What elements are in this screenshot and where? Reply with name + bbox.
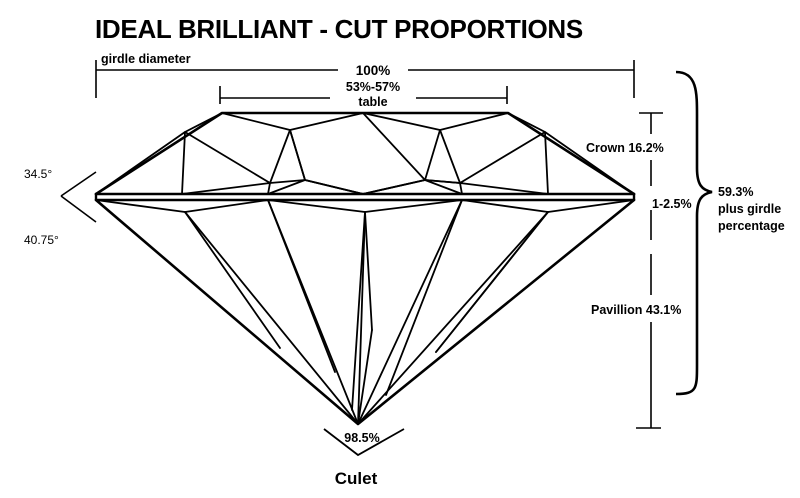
total-depth-percent: 59.3%	[718, 185, 753, 199]
crown-angle-label: 34.5°	[24, 167, 52, 181]
pavilion-facets	[95, 199, 635, 425]
height-scale	[636, 112, 663, 429]
total-depth-brace	[675, 70, 713, 396]
diameter-percent-label: 100%	[356, 63, 391, 78]
crown-facets	[95, 112, 635, 195]
pavilion-angle-label: 40.75°	[24, 233, 59, 247]
table-dimension	[219, 86, 508, 104]
total-depth-note-line2: percentage	[718, 219, 785, 233]
diagram-title: IDEAL BRILLIANT - CUT PROPORTIONS	[95, 14, 583, 44]
angle-indicator	[60, 171, 97, 223]
diamond-outline	[94, 111, 636, 426]
crown-outline	[94, 111, 636, 196]
pavilion-percent-label: Pavillion 43.1%	[591, 303, 681, 317]
culet-label: Culet	[335, 469, 378, 488]
total-depth-note-line1: plus girdle	[718, 202, 781, 216]
girdle-diameter-label: girdle diameter	[101, 52, 191, 66]
table-range-label: 53%-57%	[346, 80, 400, 94]
crown-percent-label: Crown 16.2%	[586, 141, 664, 155]
girdle-percent-label: 1-2.5%	[652, 197, 692, 211]
culet-angle-label: 98.5%	[344, 431, 379, 445]
table-label: table	[358, 95, 387, 109]
culet-angle-mark	[323, 428, 405, 457]
girdle-diameter-dimension	[95, 60, 635, 98]
